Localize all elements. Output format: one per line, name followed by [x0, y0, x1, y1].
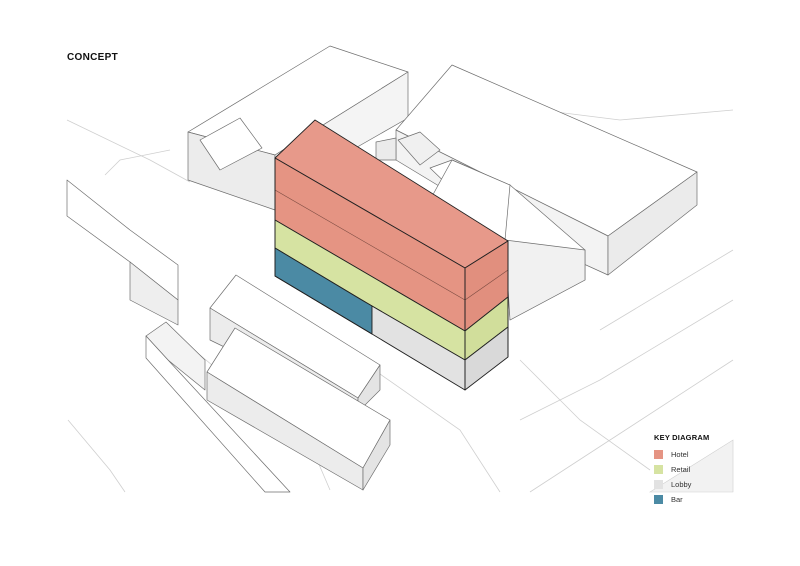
legend-title: KEY DIAGRAM: [654, 433, 710, 442]
legend-label: Bar: [671, 495, 683, 504]
legend-item-hotel: Hotel: [654, 449, 709, 460]
legend-item-retail: Retail: [654, 464, 709, 475]
legend-swatch-bar: [654, 495, 663, 504]
legend-item-lobby: Lobby: [654, 479, 709, 490]
context-building-bottom-right: [648, 439, 734, 493]
legend-swatch-hotel: [654, 450, 663, 459]
legend-item-bar: Bar: [654, 494, 709, 505]
context-building-right-wing: [429, 159, 586, 321]
page-title: CONCEPT: [67, 52, 118, 63]
legend-label: Lobby: [671, 480, 692, 489]
legend-label: Hotel: [671, 450, 689, 459]
legend-label: Retail: [671, 465, 691, 474]
context-building-left: [66, 179, 179, 326]
key-diagram-legend: KEY DIAGRAM Hotel Retail Lobby Bar: [654, 433, 709, 509]
context-building-lower-left: [145, 274, 391, 493]
legend-swatch-lobby: [654, 480, 663, 489]
main-massing-block: [274, 119, 509, 391]
legend-swatch-retail: [654, 465, 663, 474]
